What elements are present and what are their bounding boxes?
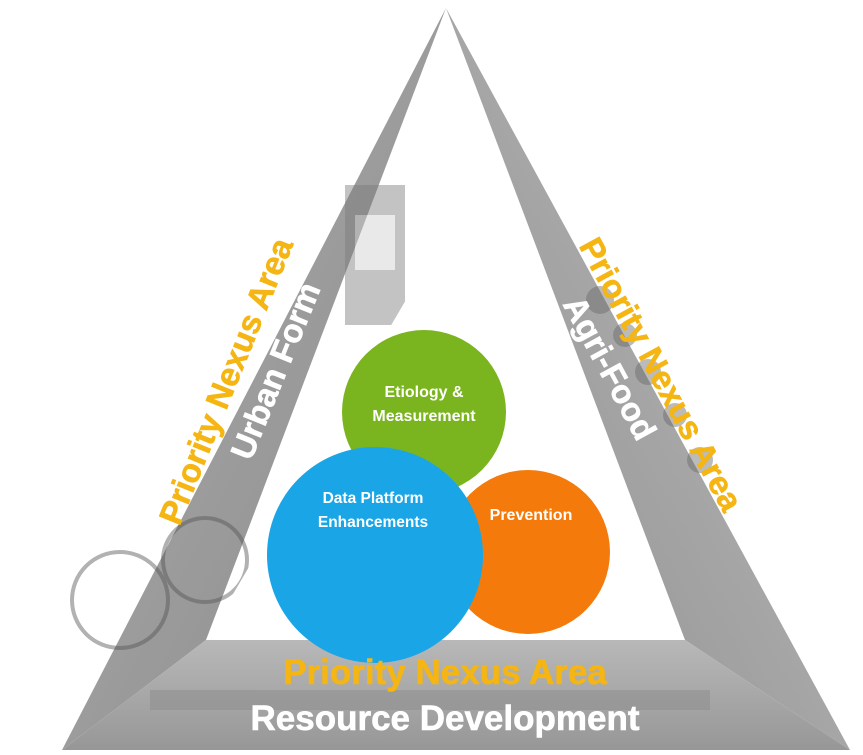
venn-circle-data-platform bbox=[267, 447, 483, 663]
bottom-nexus-subtitle: Resource Development bbox=[250, 699, 639, 738]
circle-label-etiology-line1: Etiology & bbox=[384, 384, 464, 401]
venn-circle-prevention bbox=[446, 470, 610, 634]
bottom-frame-panel bbox=[62, 640, 850, 750]
circle-label-data-platform-line2: Enhancements bbox=[318, 514, 428, 531]
circle-label-data-platform-line1: Data Platform bbox=[323, 490, 424, 507]
photo-texture bbox=[70, 185, 713, 710]
right-frame-panel bbox=[446, 8, 850, 750]
left-frame-panel bbox=[62, 8, 446, 750]
bottom-nexus-title: Priority Nexus Area bbox=[283, 653, 607, 692]
circle-label-prevention: Prevention bbox=[490, 507, 573, 524]
circle-label-etiology-line2: Measurement bbox=[372, 408, 476, 425]
